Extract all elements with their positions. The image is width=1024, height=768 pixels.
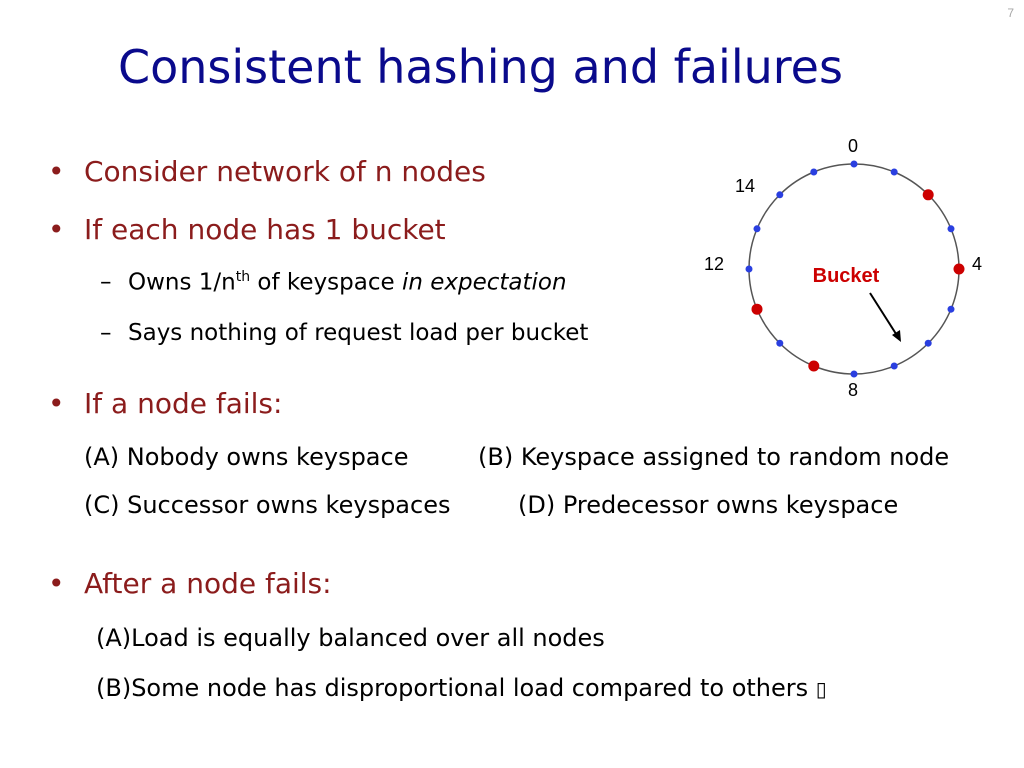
ring-points [745,160,965,378]
answer-option-b: (B)Some node has disproportional load co… [96,674,827,702]
slide-number: 7 [1007,6,1014,20]
bucket-label: Bucket [813,265,880,287]
ring-point [947,225,955,233]
bullet-text: If each node has 1 bucket [84,213,446,246]
ring-label-14: 14 [735,176,755,196]
node-point [808,360,820,372]
ring-point [810,168,818,176]
answer-option-a: (A)Load is equally balanced over all nod… [96,624,605,652]
answer-option-c: (C) Successor owns keyspaces [84,491,451,519]
ring-label-0: 0 [848,136,858,156]
ring-point [947,305,955,313]
bucket-arrow [869,292,899,338]
ring-point [890,168,898,176]
ring-point [745,265,753,273]
slide-title: Consistent hashing and failures [118,40,843,94]
ring-label-8: 8 [848,380,858,400]
bucket-arrow-head [892,330,901,342]
ring-label-12: 12 [704,254,724,274]
ring-label-4: 4 [972,254,982,274]
ring-point [776,339,784,347]
answer-option-a: (A) Nobody owns keyspace [84,443,409,471]
ring-point [850,160,858,168]
hash-ring-diagram: 0 14 12 4 8 Bucket [704,136,982,400]
bullet-text: After a node fails: [84,567,332,600]
ring-point [850,370,858,378]
node-point [922,189,934,201]
node-point [953,263,965,275]
answer-option-b: (B) Keyspace assigned to random node [478,443,950,471]
ring-point [753,225,761,233]
sub-bullet-text: Owns 1/nth of keyspace in expectation [128,269,567,296]
answer-option-d: (D) Predecessor owns keyspace [518,491,899,519]
ring-point [890,362,898,370]
placeholder-glyph-icon: ▯ [815,677,827,701]
bullet-text: Consider network of n nodes [84,155,486,188]
node-point [751,303,763,315]
ring-point [924,339,932,347]
sub-bullet-text: Says nothing of request load per bucket [128,320,589,346]
ring-point [776,191,784,199]
bullet-text: If a node fails: [84,387,283,420]
